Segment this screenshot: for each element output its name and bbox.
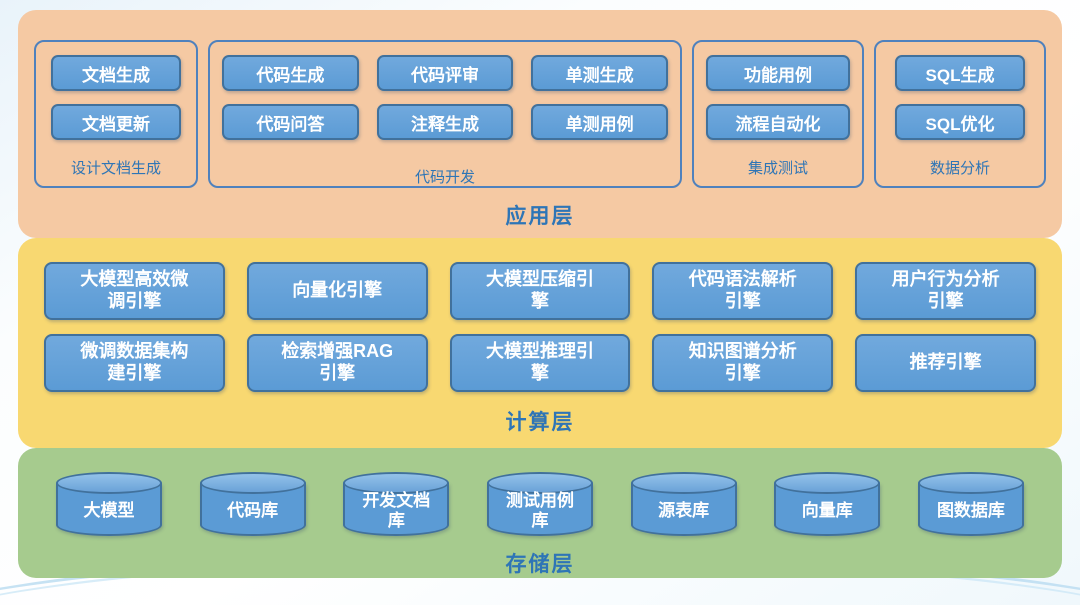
- engine-box: 向量化引擎: [246, 262, 428, 320]
- storage-cylinder: 代码库: [199, 472, 306, 536]
- storage-label: 源表库: [658, 501, 710, 521]
- feature-box: 功能用例: [706, 55, 850, 91]
- database-icon-top: [56, 472, 162, 494]
- group-title: 代码开发: [414, 169, 475, 186]
- feature-box: 代码评审: [376, 55, 514, 91]
- engine-box: 推荐引擎: [855, 334, 1036, 392]
- application-layer: 文档生成 文档更新 设计文档生成 代码生成 代码评审 单测生成 代码问答 注释生…: [18, 10, 1062, 238]
- storage-label: 向量库: [801, 501, 853, 521]
- engine-box: 知识图谱分析引擎: [652, 334, 834, 392]
- feature-box: 单测生成: [531, 55, 668, 91]
- group-title: 设计文档生成: [70, 160, 161, 177]
- engine-box: 用户行为分析引擎: [855, 262, 1036, 320]
- feature-box: 代码生成: [222, 55, 359, 91]
- database-icon-top: [199, 472, 306, 494]
- storage-label: 开发文档库: [362, 491, 431, 530]
- feature-box: 文档更新: [51, 104, 181, 140]
- feature-group-integration-test: 功能用例 流程自动化 集成测试: [692, 40, 864, 188]
- database-icon-top: [774, 472, 881, 494]
- feature-box: SQL优化: [895, 104, 1025, 140]
- storage-label: 图数据库: [936, 501, 1005, 521]
- database-icon-top: [630, 472, 737, 494]
- engine-box: 大模型压缩引擎: [449, 262, 631, 320]
- engine-box: 大模型高效微调引擎: [44, 262, 225, 320]
- engine-box: 大模型推理引擎: [449, 334, 631, 392]
- storage-layer-title: 存储层: [505, 553, 575, 576]
- feature-box: 单测用例: [531, 104, 668, 140]
- engine-box: 微调数据集构建引擎: [44, 334, 225, 392]
- feature-group-design-doc: 文档生成 文档更新 设计文档生成: [34, 40, 198, 188]
- storage-label: 代码库: [227, 501, 279, 521]
- application-layer-title: 应用层: [505, 205, 575, 228]
- database-icon-top: [486, 472, 593, 494]
- storage-label: 大模型: [83, 501, 135, 521]
- storage-cylinder: 大模型: [56, 472, 162, 536]
- feature-box: 注释生成: [376, 104, 514, 140]
- feature-box: SQL生成: [895, 55, 1025, 91]
- database-icon-top: [917, 472, 1024, 494]
- compute-layer-title: 计算层: [505, 411, 575, 434]
- feature-box: 流程自动化: [706, 104, 850, 140]
- feature-group-data-analysis: SQL生成 SQL优化 数据分析: [874, 40, 1046, 188]
- storage-cylinder: 图数据库: [917, 472, 1024, 536]
- database-icon: [630, 483, 737, 536]
- group-title: 集成测试: [747, 160, 808, 177]
- storage-cylinder: 测试用例库: [486, 472, 593, 536]
- storage-label: 测试用例库: [505, 491, 574, 530]
- storage-cylinder: 向量库: [774, 472, 881, 536]
- storage-row: 大模型 代码库 开发文档库 测试用例库 源表库: [18, 472, 1062, 536]
- storage-cylinder: 开发文档库: [343, 472, 450, 536]
- database-icon-top: [343, 472, 450, 494]
- group-title: 数据分析: [929, 160, 990, 177]
- engine-grid: 大模型高效微调引擎 向量化引擎 大模型压缩引擎 代码语法解析引擎 用户行为分析引…: [18, 262, 1062, 392]
- engine-box: 代码语法解析引擎: [652, 262, 834, 320]
- storage-cylinder: 源表库: [630, 472, 737, 536]
- feature-group-code-dev: 代码生成 代码评审 单测生成 代码问答 注释生成 单测用例 代码开发: [208, 40, 682, 188]
- application-groups: 文档生成 文档更新 设计文档生成 代码生成 代码评审 单测生成 代码问答 注释生…: [18, 40, 1062, 188]
- storage-layer: 大模型 代码库 开发文档库 测试用例库 源表库: [18, 448, 1062, 578]
- feature-box: 文档生成: [51, 55, 181, 91]
- engine-box: 检索增强RAG引擎: [246, 334, 428, 392]
- compute-layer: 大模型高效微调引擎 向量化引擎 大模型压缩引擎 代码语法解析引擎 用户行为分析引…: [18, 238, 1062, 448]
- feature-box: 代码问答: [222, 104, 359, 140]
